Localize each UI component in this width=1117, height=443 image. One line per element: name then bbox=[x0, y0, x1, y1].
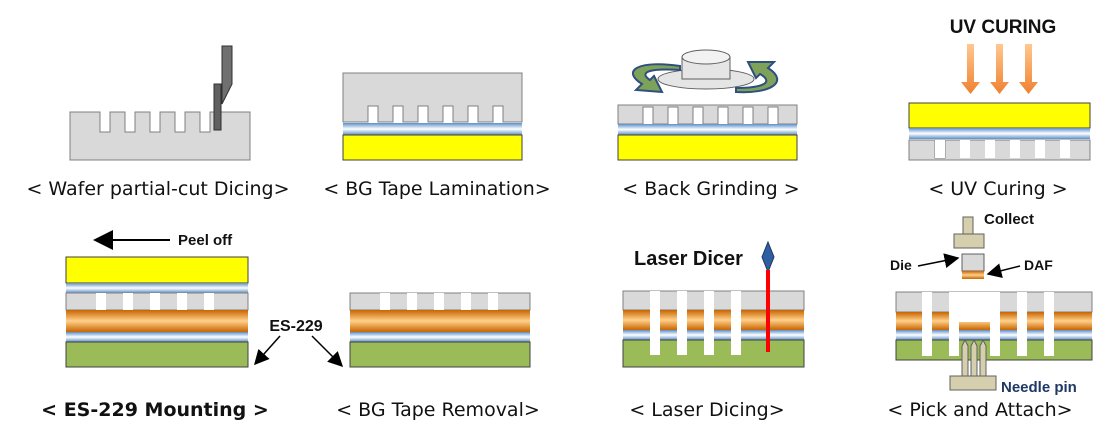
bg-tape bbox=[617, 134, 798, 161]
panel-bg-tape-lamination bbox=[342, 72, 523, 161]
adhesive-layer bbox=[618, 124, 797, 135]
laser-head-icon bbox=[761, 240, 775, 274]
bg-tape bbox=[65, 256, 249, 284]
peel-off-label: Peel off bbox=[178, 232, 233, 249]
wafer-grooves bbox=[380, 293, 498, 310]
substrate bbox=[65, 341, 249, 368]
caption-uv-curing: < UV Curing > bbox=[928, 178, 1067, 200]
adhesive-layer bbox=[343, 123, 522, 135]
grinder-top bbox=[681, 49, 731, 65]
caption-bg-tape-removal: < BG Tape Removal> bbox=[336, 399, 540, 421]
caption-laser-dicing: < Laser Dicing> bbox=[629, 399, 784, 421]
caption-pick-and-attach: < Pick and Attach> bbox=[887, 399, 1072, 421]
wafer-partial-cut bbox=[69, 111, 251, 161]
collet-shaft bbox=[962, 216, 974, 235]
daf-layer bbox=[962, 271, 984, 279]
panel-pick-and-attach: Collect Die DAF Needle pin bbox=[890, 211, 1093, 396]
daf-label: DAF bbox=[1024, 257, 1053, 273]
es229-arrow-right bbox=[311, 335, 344, 368]
panel-es229-mounting: Peel off bbox=[65, 230, 249, 368]
panel-uv-curing: UV CURING bbox=[908, 17, 1091, 161]
caption-bg-tape-lamination: < BG Tape Lamination> bbox=[323, 178, 550, 200]
collet-head bbox=[953, 233, 985, 249]
empty-die-site bbox=[959, 292, 990, 322]
wafer-grooves bbox=[935, 140, 1070, 158]
adhesive-layer bbox=[350, 332, 530, 342]
needle-pin-label: Needle pin bbox=[1001, 379, 1077, 396]
adhesive-layer bbox=[66, 332, 248, 342]
die-kerfs bbox=[922, 292, 1054, 356]
rotation-arrow-left-icon bbox=[631, 63, 681, 94]
uv-arrow-icon bbox=[961, 44, 1038, 94]
es229-tape bbox=[350, 310, 530, 332]
wafer-grooves bbox=[96, 293, 214, 310]
collect-label: Collect bbox=[984, 211, 1034, 228]
rotation-arrow-right-icon bbox=[735, 61, 779, 94]
panel-wafer-partial-cut-dicing bbox=[69, 45, 251, 161]
adhesive-layer bbox=[909, 128, 1090, 139]
es229-arrow-left bbox=[254, 335, 281, 366]
daf-arrow bbox=[986, 263, 1021, 279]
wafer-ground bbox=[617, 104, 798, 125]
die-arrow bbox=[917, 253, 960, 269]
panel-bg-tape-removal bbox=[349, 292, 531, 368]
bg-tape bbox=[342, 134, 523, 161]
es229-label: ES-229 bbox=[269, 318, 322, 335]
substrate bbox=[349, 341, 531, 368]
laser-dicer-label: Laser Dicer bbox=[634, 248, 743, 270]
adhesive-layer bbox=[66, 283, 248, 293]
caption-wafer-partial-cut-dicing: < Wafer partial-cut Dicing> bbox=[26, 178, 289, 200]
panel-back-grinding bbox=[617, 49, 798, 161]
dicing-blade-holder bbox=[221, 45, 233, 105]
dicing-blade bbox=[213, 83, 222, 131]
bg-tape bbox=[908, 102, 1091, 129]
uv-curing-label: UV CURING bbox=[950, 17, 1057, 38]
panel-laser-dicing: Laser Dicer bbox=[622, 240, 805, 368]
caption-back-grinding: < Back Grinding > bbox=[622, 178, 799, 200]
wafer-flipped bbox=[342, 72, 523, 123]
laser-beam bbox=[766, 270, 770, 352]
laser-cut-kerfs bbox=[650, 291, 741, 355]
picked-die bbox=[961, 253, 985, 272]
es229-tape bbox=[66, 310, 248, 332]
needle-pin-icon bbox=[949, 338, 997, 391]
caption-es229-mounting: < ES-229 Mounting > bbox=[41, 399, 269, 421]
die-label: Die bbox=[890, 257, 912, 273]
